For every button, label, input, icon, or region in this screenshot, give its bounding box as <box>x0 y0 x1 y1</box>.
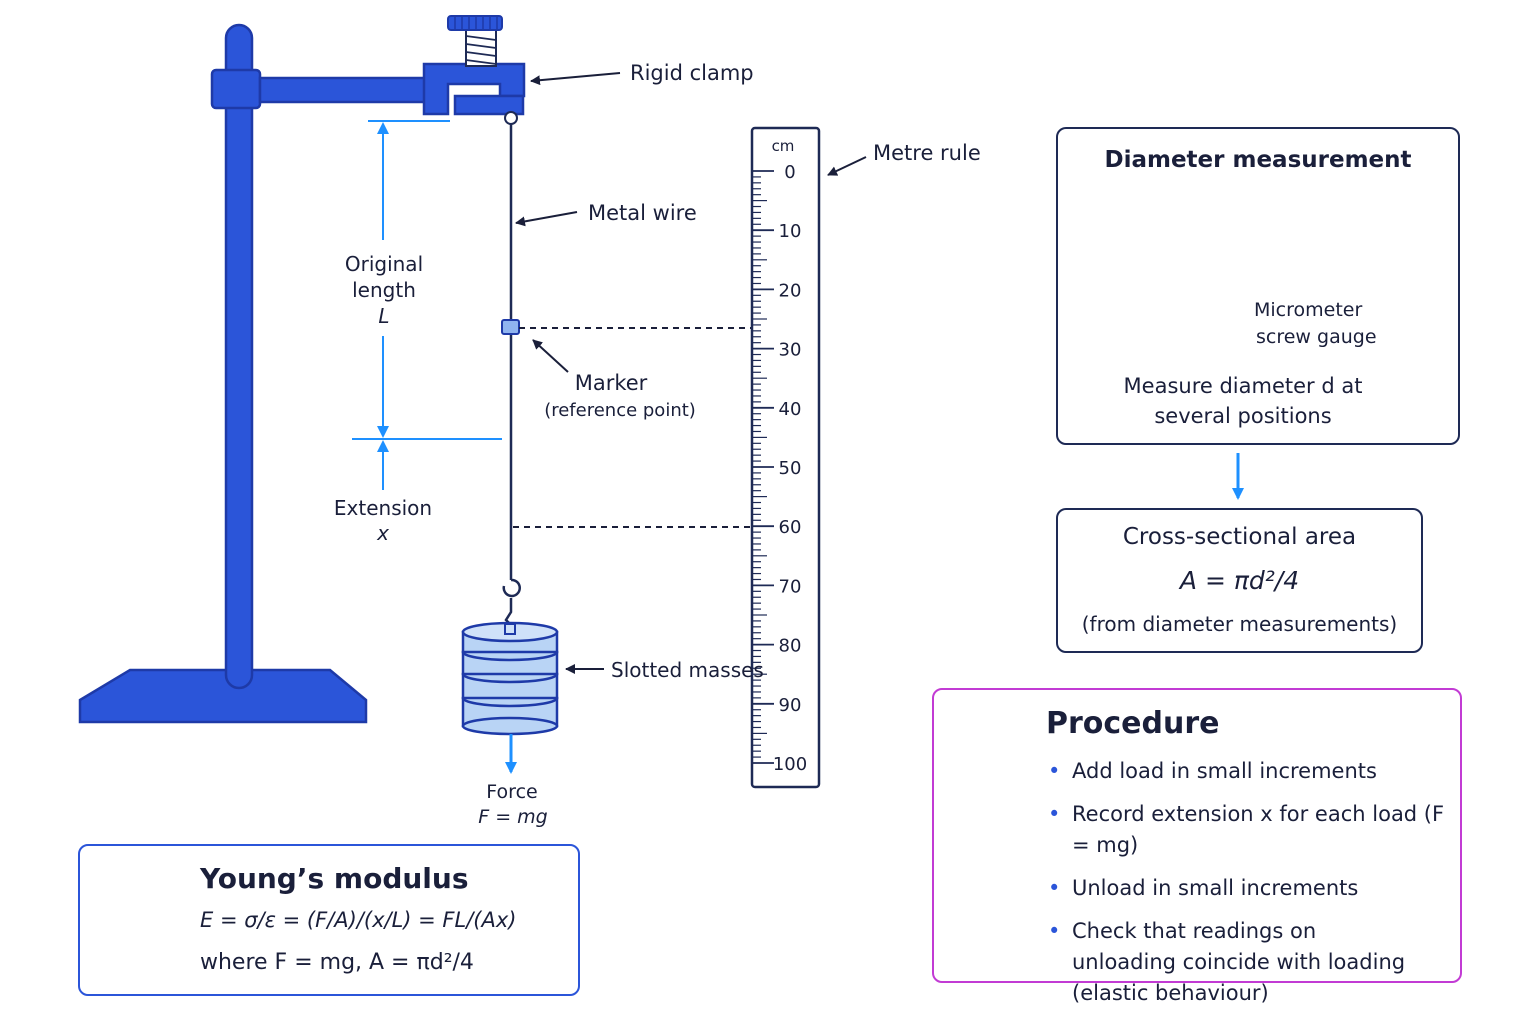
clamp-jaw <box>453 94 525 116</box>
label-original-length-2: length <box>352 278 416 302</box>
slotted-masses <box>461 621 559 736</box>
youngs-where: where F = mg, A = πd²/4 <box>200 950 474 975</box>
youngs-title: Young’s modulus <box>200 862 469 895</box>
label-arrows <box>515 72 1244 674</box>
procedure-item: Check that readings on unloading coincid… <box>1048 916 1412 1009</box>
diameter-title: Diameter measurement <box>1104 147 1412 173</box>
label-original-length-1: Original <box>345 252 423 276</box>
area-title: Cross-sectional area <box>1122 524 1357 550</box>
instrument-label-2: screw gauge <box>1256 326 1377 348</box>
ruler-tick-label: 0 <box>784 162 795 183</box>
label-metal-wire: Metal wire <box>588 201 697 225</box>
retort-stand <box>78 23 432 724</box>
wire-assembly <box>461 111 559 774</box>
ruler-tick-label: 50 <box>779 458 802 479</box>
ruler-tick-label: 20 <box>779 280 802 301</box>
ruler-tick-label: 30 <box>779 340 802 361</box>
hook <box>502 578 521 598</box>
rigid-clamp <box>422 15 526 116</box>
diameter-caption-1: Measure diameter d at <box>1123 374 1363 398</box>
dimension-lines <box>352 120 752 528</box>
ruler-tick-label: 10 <box>779 221 802 242</box>
boss-head <box>210 68 262 110</box>
label-marker-sub: (reference point) <box>544 400 696 421</box>
procedure-item: Add load in small increments <box>1048 756 1460 787</box>
label-extension-symbol: x <box>376 521 389 545</box>
marker <box>501 319 520 335</box>
ruler-tick-label: 100 <box>773 754 807 775</box>
label-force-eq: F = mg <box>478 806 548 828</box>
procedure-list: Add load in small increments Record exte… <box>1048 756 1460 1021</box>
procedure-item: Unload in small increments <box>1048 873 1460 904</box>
label-force: Force <box>486 781 537 803</box>
diameter-caption-2: several positions <box>1154 404 1332 428</box>
metre-rule: cm 0 10 20 30 40 50 60 70 80 90 100 <box>750 126 821 789</box>
diagram-labels: Rigid clamp Metal wire Metre rule Marker… <box>334 61 981 828</box>
label-extension: Extension <box>334 496 432 520</box>
procedure-item: Record extension x for each load (F = mg… <box>1048 799 1460 861</box>
youngs-formula: E = σ/ε = (F/A)/(x/L) = FL/(Ax) <box>200 908 517 932</box>
label-marker: Marker <box>575 371 648 395</box>
ruler-tick-label: 90 <box>779 695 802 716</box>
procedure-title: Procedure <box>1046 706 1220 741</box>
youngs-modulus-box: Young’s modulus E = σ/ε = (F/A)/(x/L) = … <box>78 844 580 996</box>
stand-rod <box>224 23 254 690</box>
ruler-unit: cm <box>772 137 795 155</box>
label-metre-rule: Metre rule <box>873 141 981 165</box>
label-rigid-clamp: Rigid clamp <box>630 61 754 85</box>
stand-base <box>78 668 368 724</box>
clamp-knob <box>447 15 503 31</box>
area-formula: A = πd²/4 <box>1179 566 1300 595</box>
label-original-length-symbol: L <box>378 304 389 328</box>
instrument-label-1: Micrometer <box>1254 299 1363 321</box>
ruler-tick-label: 60 <box>779 517 802 538</box>
procedure-box: Procedure Add load in small increments R… <box>932 688 1462 1005</box>
ruler-tick-label: 80 <box>779 636 802 657</box>
ruler-tick-label: 70 <box>779 576 802 597</box>
clamp-arm <box>258 76 432 104</box>
cross-sectional-area-box: Cross-sectional area A = πd²/4 (from dia… <box>1056 508 1423 653</box>
area-note: (from diameter measurements) <box>1081 612 1398 636</box>
diameter-measurement-box: Diameter measurement Micrometer screw ga… <box>1056 127 1460 445</box>
ruler-tick-label: 40 <box>779 399 802 420</box>
label-slotted-masses: Slotted masses <box>611 658 764 682</box>
